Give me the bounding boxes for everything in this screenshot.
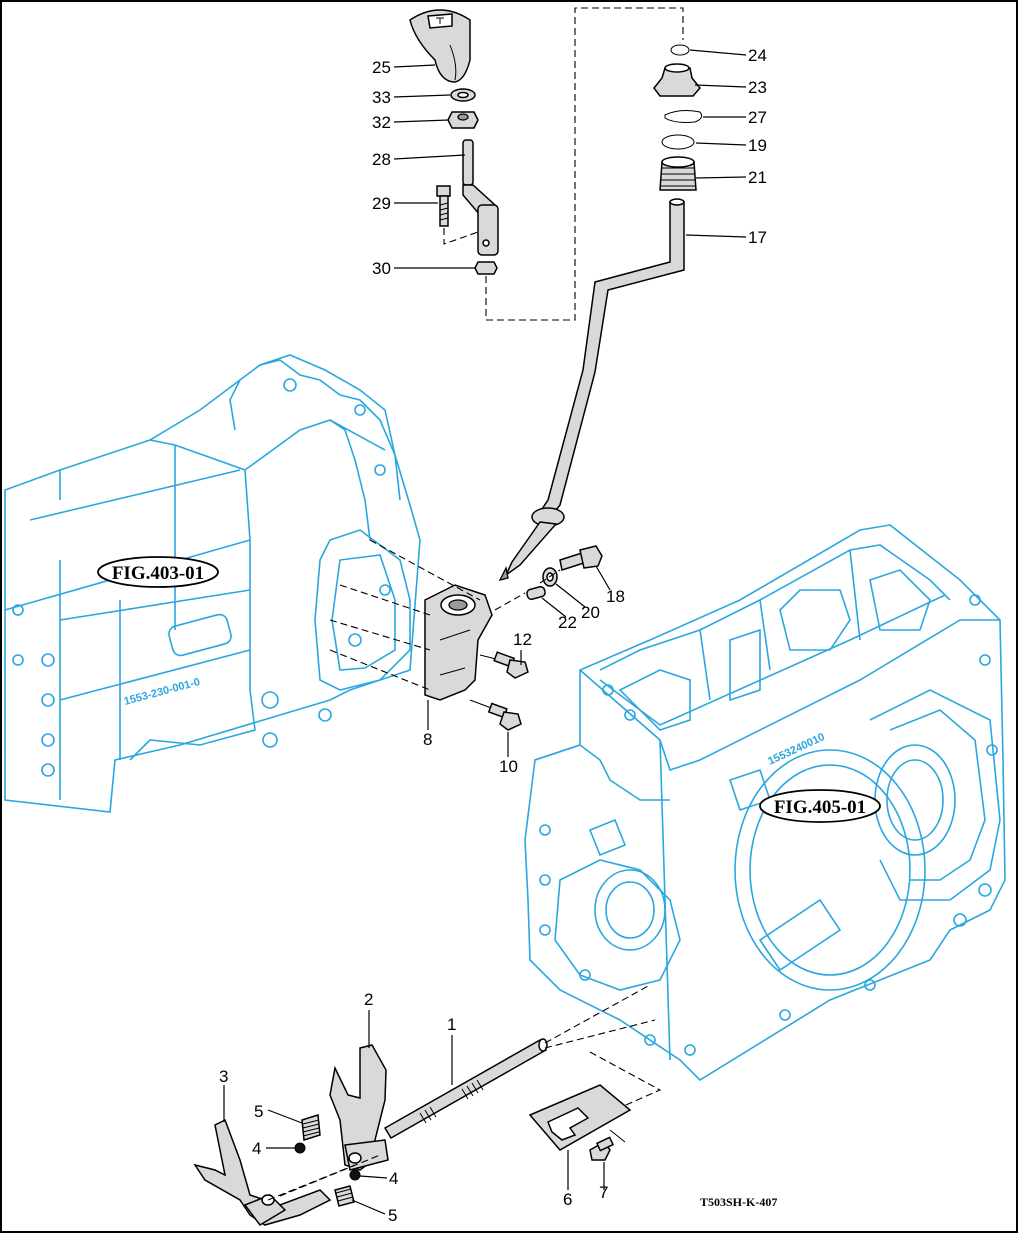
- fig-403-01-reference[interactable]: FIG.403-01: [97, 556, 219, 588]
- bolt-10: [469, 699, 522, 731]
- bolt-12: [479, 651, 529, 679]
- shift-fork-2: [329, 1044, 389, 1171]
- pin-22: [526, 585, 546, 601]
- spring-clip-27: [664, 110, 703, 123]
- callout-1[interactable]: 1: [447, 1015, 456, 1034]
- callout-8[interactable]: 8: [423, 730, 432, 749]
- bolt-7: [589, 1129, 626, 1161]
- callout-3[interactable]: 3: [219, 1067, 228, 1086]
- callout-17[interactable]: 17: [748, 228, 767, 247]
- callout-22[interactable]: 22: [558, 613, 577, 632]
- retaining-ring-24: [670, 44, 690, 56]
- callout-4-upper[interactable]: 4: [252, 1139, 261, 1158]
- nut-32: [447, 111, 479, 129]
- bolt-29-alignment: [443, 228, 479, 245]
- shift-fork-3: [193, 1118, 332, 1226]
- ball-4-upper: [294, 1142, 306, 1154]
- callout-6[interactable]: 6: [563, 1190, 572, 1209]
- nut-30: [474, 261, 498, 275]
- lower-shift-lever-17: [498, 198, 685, 581]
- shift-knob: [409, 9, 471, 83]
- callout-27[interactable]: 27: [748, 108, 767, 127]
- callout-24[interactable]: 24: [748, 46, 767, 65]
- spring-5-lower: [334, 1185, 355, 1207]
- callout-12[interactable]: 12: [513, 630, 532, 649]
- bolt-29: [436, 185, 451, 227]
- callout-25[interactable]: 25: [372, 58, 391, 77]
- callout-33[interactable]: 33: [372, 88, 391, 107]
- callout-30[interactable]: 30: [372, 259, 391, 278]
- bellows-21: [659, 156, 697, 191]
- callout-28[interactable]: 28: [372, 150, 391, 169]
- shift-lever-28: [462, 139, 499, 256]
- shift-plate-6: [528, 1084, 632, 1151]
- callout-19[interactable]: 19: [748, 136, 767, 155]
- fork-alignment: [267, 1154, 381, 1201]
- boot-cap-23: [653, 63, 701, 97]
- pin-alignment: [494, 569, 561, 611]
- spring-5-upper: [301, 1114, 321, 1141]
- shift-rod-1: [383, 1038, 548, 1140]
- ball-4-lower: [349, 1169, 361, 1181]
- fig-405-01-label: FIG.405-01: [774, 797, 866, 818]
- bolt-18: [559, 545, 603, 571]
- callout-4-lower[interactable]: 4: [389, 1169, 398, 1188]
- callout-23[interactable]: 23: [748, 78, 767, 97]
- callout-5-upper[interactable]: 5: [254, 1102, 263, 1121]
- callout-20[interactable]: 20: [581, 603, 600, 622]
- callout-18[interactable]: 18: [606, 587, 625, 606]
- callout-32[interactable]: 32: [372, 113, 391, 132]
- callout-leaders: [223, 49, 747, 1215]
- callout-29[interactable]: 29: [372, 194, 391, 213]
- drawing-code: T503SH-K-407: [700, 1195, 777, 1209]
- callout-2[interactable]: 2: [364, 990, 373, 1009]
- callout-5-lower[interactable]: 5: [388, 1206, 397, 1225]
- callout-10[interactable]: 10: [499, 757, 518, 776]
- fig-403-01-label: FIG.403-01: [112, 563, 204, 584]
- rod-alignment: [544, 984, 662, 1113]
- callout-7[interactable]: 7: [599, 1183, 608, 1202]
- shift-bracket-8: [424, 584, 493, 701]
- callout-labels: 25 33 32 28 29 30 24 23 27 19 21 17 18 2…: [219, 46, 767, 1225]
- front-transmission-housing: 1553-230-001-0: [4, 354, 421, 813]
- fig-405-01-reference[interactable]: FIG.405-01: [759, 789, 881, 823]
- lever-assembly-linkage: [485, 7, 684, 321]
- washer-33: [450, 88, 476, 102]
- callout-21[interactable]: 21: [748, 168, 767, 187]
- snap-ring-19: [661, 134, 695, 150]
